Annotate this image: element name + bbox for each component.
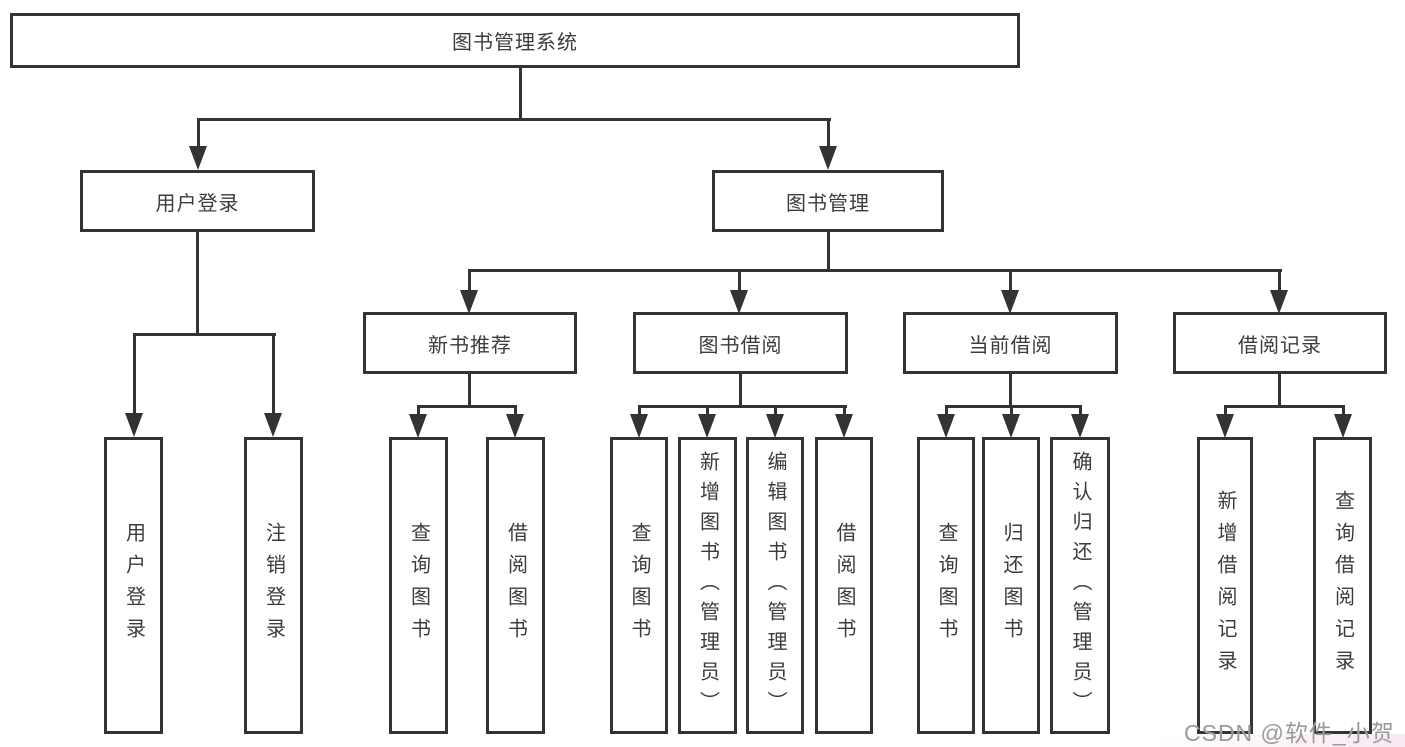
leaf-bb-query-books: 查询图书 <box>610 437 668 734</box>
leaf-bb-query-books-label: 查询图书 <box>628 521 650 650</box>
node-user-login-label: 用户登录 <box>155 192 240 215</box>
leaf-cb-return-books: 归还图书 <box>982 437 1040 734</box>
leaf-bb-edit-books: 编辑图书（管理员） <box>746 437 804 734</box>
node-book-mgmt: 图书管理 <box>712 170 944 232</box>
leaf-user-login: 用户登录 <box>104 437 163 734</box>
node-book-borrow: 图书借阅 <box>633 312 848 374</box>
leaf-cb-confirm-return-label: 确认归还（管理员） <box>1069 450 1091 721</box>
connector-line <box>417 407 420 417</box>
node-root-label: 图书管理系统 <box>452 32 578 54</box>
leaf-bb-borrow-books-label: 借阅图书 <box>833 521 855 650</box>
leaf-logout-label: 注销登录 <box>262 521 285 650</box>
leaf-bb-borrow-books: 借阅图书 <box>815 437 873 734</box>
connector-line <box>739 372 742 408</box>
leaf-cb-confirm-return: 确认归还（管理员） <box>1050 437 1110 734</box>
connector-line <box>468 269 1282 272</box>
connector-line <box>133 333 276 336</box>
leaf-br-add-record: 新增借阅记录 <box>1197 437 1253 734</box>
connector-line <box>774 407 777 417</box>
connector-line <box>827 230 830 272</box>
connector-line <box>827 120 830 148</box>
connector-line <box>468 372 471 408</box>
leaf-cb-query-books: 查询图书 <box>917 437 975 734</box>
leaf-bb-edit-books-label: 编辑图书（管理员） <box>764 450 786 721</box>
arrow-down-icon <box>125 413 143 437</box>
leaf-br-query-record: 查询借阅记录 <box>1313 437 1372 734</box>
connector-line <box>272 334 275 414</box>
leaf-nb-query-books: 查询图书 <box>389 437 448 734</box>
leaf-nb-borrow-books: 借阅图书 <box>486 437 545 734</box>
node-current-borrow: 当前借阅 <box>903 312 1118 374</box>
arrow-down-icon <box>409 414 427 438</box>
connector-line <box>1009 271 1012 292</box>
connector-line <box>1224 407 1227 417</box>
arrow-down-icon <box>460 290 478 314</box>
arrow-down-icon <box>506 414 524 438</box>
watermark-text: CSDN @软件_小贺同学 <box>1184 720 1395 746</box>
arrow-down-icon <box>937 414 955 438</box>
connector-line <box>1224 405 1345 408</box>
arrow-down-icon <box>1002 414 1020 438</box>
connector-line <box>1010 407 1013 417</box>
leaf-logout: 注销登录 <box>244 437 303 734</box>
connector-line <box>514 407 517 417</box>
leaf-nb-borrow-books-label: 借阅图书 <box>504 521 527 650</box>
watermark-tint <box>1155 734 1405 747</box>
connector-line <box>706 407 709 417</box>
connector-line <box>638 405 847 408</box>
connector-line <box>945 407 948 417</box>
node-new-books-label: 新书推荐 <box>428 334 512 357</box>
arrow-down-icon <box>698 414 716 438</box>
leaf-cb-return-books-label: 归还图书 <box>1000 521 1022 650</box>
connector-line <box>417 405 517 408</box>
connector-line <box>945 405 1082 408</box>
leaf-bb-add-books: 新增图书（管理员） <box>678 437 737 734</box>
arrow-down-icon <box>1071 414 1089 438</box>
node-new-books: 新书推荐 <box>363 312 577 374</box>
connector-line <box>638 407 641 417</box>
connector-line <box>468 271 471 292</box>
node-user-login: 用户登录 <box>80 170 315 232</box>
node-borrow-records-label: 借阅记录 <box>1238 334 1322 357</box>
arrow-down-icon <box>766 414 784 438</box>
arrow-down-icon <box>264 413 282 437</box>
connector-line <box>196 230 199 336</box>
node-borrow-records: 借阅记录 <box>1173 312 1387 374</box>
arrow-down-icon <box>1216 414 1234 438</box>
leaf-user-login-label: 用户登录 <box>122 521 145 650</box>
arrow-down-icon <box>730 290 748 314</box>
arrow-down-icon <box>630 414 648 438</box>
node-book-mgmt-label: 图书管理 <box>786 192 870 215</box>
node-root: 图书管理系统 <box>10 13 1020 68</box>
connector-line <box>738 271 741 292</box>
arrow-down-icon <box>189 146 207 170</box>
leaf-br-query-record-label: 查询借阅记录 <box>1331 489 1354 682</box>
connector-line <box>843 407 846 417</box>
connector-line <box>197 118 831 121</box>
leaf-br-add-record-label: 新增借阅记录 <box>1214 489 1236 682</box>
connector-line <box>1009 372 1012 408</box>
arrow-down-icon <box>819 146 837 170</box>
arrow-down-icon <box>1270 290 1288 314</box>
connector-line <box>1079 407 1082 417</box>
connector-line <box>1278 372 1281 408</box>
leaf-cb-query-books-label: 查询图书 <box>935 521 957 650</box>
connector-line <box>197 120 200 148</box>
connector-line <box>133 334 136 414</box>
arrow-down-icon <box>1334 414 1352 438</box>
leaf-nb-query-books-label: 查询图书 <box>407 521 430 650</box>
connector-line <box>1342 407 1345 417</box>
node-book-borrow-label: 图书借阅 <box>698 334 783 357</box>
arrow-down-icon <box>835 414 853 438</box>
leaf-bb-add-books-label: 新增图书（管理员） <box>696 450 719 721</box>
connector-line <box>519 66 522 121</box>
node-current-borrow-label: 当前借阅 <box>968 334 1053 357</box>
arrow-down-icon <box>1001 290 1019 314</box>
connector-line <box>1278 271 1281 292</box>
